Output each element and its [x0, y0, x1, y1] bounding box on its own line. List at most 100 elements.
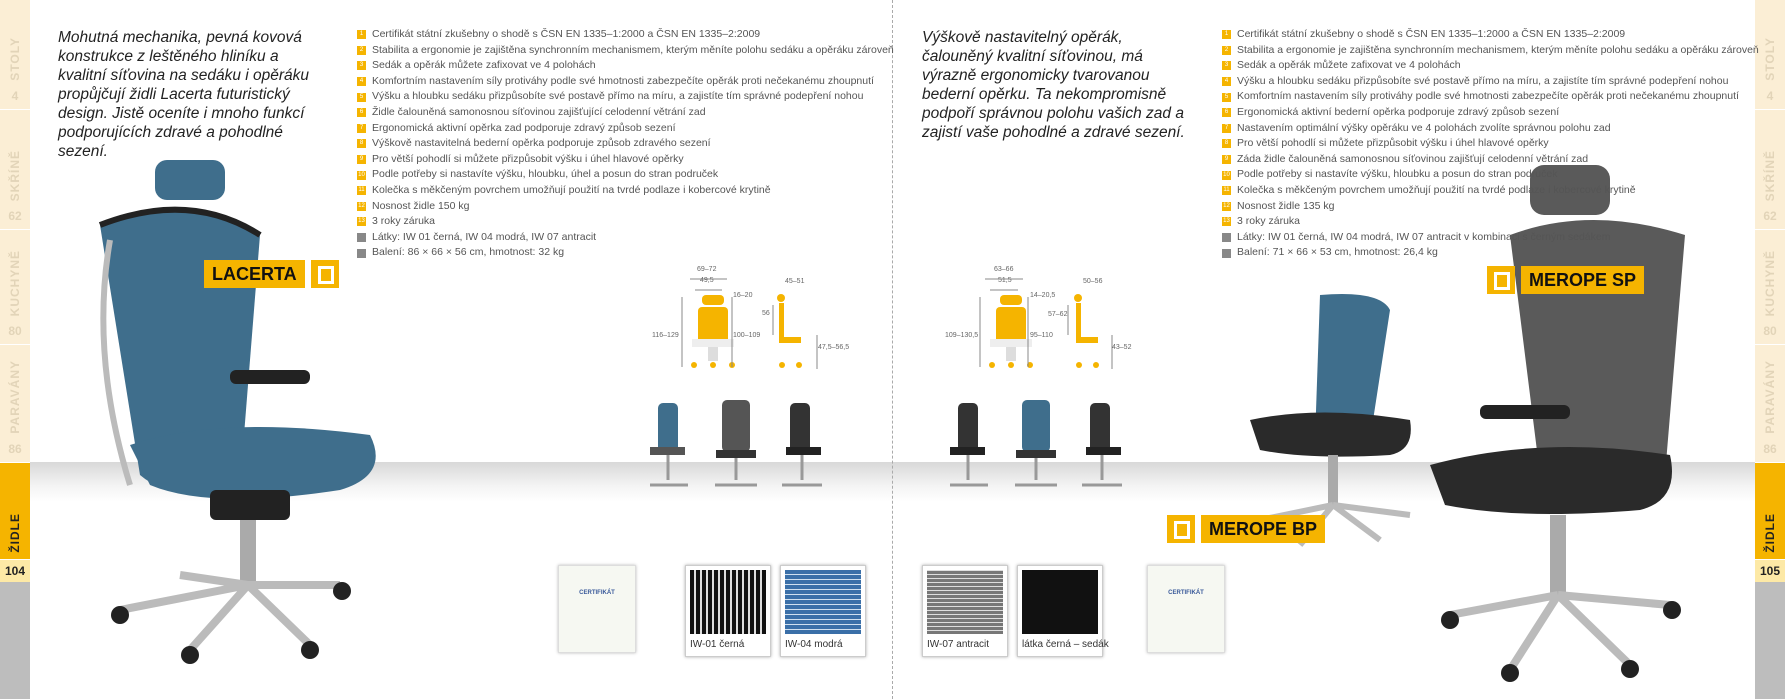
intro-text: Výškově nastavitelný opěrák, čalouněný k… [922, 29, 1185, 141]
number-bullet-icon: 8 [1222, 139, 1231, 149]
certificate-image: CERTIFIKÁT [558, 565, 636, 653]
dim-depth: 45–51 [785, 278, 805, 285]
sidebar-footer [0, 582, 30, 699]
feature-item: 7 Ergonomická aktivní opěrka zad podporuj… [357, 121, 894, 137]
dim-total-height: 116–129 [652, 332, 679, 339]
spec-item: Balení: 86 × 66 × 56 cm, hmotnost: 32 kg [357, 245, 894, 261]
feature-text: Nastavením optimální výšky opěráku ve 4 … [1237, 121, 1611, 134]
page-number: 104 [0, 560, 30, 582]
number-bullet-icon: 2 [1222, 45, 1231, 55]
number-bullet-icon: 10 [1222, 170, 1231, 180]
feature-list: 1 Certifikát státní zkušebny o shodě s ČS… [357, 27, 894, 261]
dim-width-outer: 63–66 [994, 266, 1014, 273]
feature-text: Ergonomická aktivní opěrka zad podporuje… [372, 121, 676, 134]
number-bullet-icon: 5 [357, 92, 366, 102]
page-number: 105 [1755, 560, 1785, 582]
spec-text: Látky: IW 01 černá, IW 04 modrá, IW 07 a… [1237, 230, 1611, 243]
sidebar-footer [1755, 582, 1785, 699]
feature-item: 2 Stabilita a ergonomie je zajištěna sync… [1222, 43, 1759, 59]
product-label-merope-bp: MEROPE BP [1167, 515, 1326, 543]
number-bullet-icon: 2 [357, 45, 366, 55]
number-bullet-icon: 11 [1222, 186, 1231, 196]
lacerta-dimension-diagram [681, 278, 818, 369]
feature-text: Certifikát státní zkušebny o shodě s ČSN… [372, 28, 761, 40]
feature-text: Nosnost židle 150 kg [372, 199, 470, 212]
feature-text: Komfortním nastavením síly protiváhy pod… [372, 74, 874, 87]
number-bullet-icon: 6 [357, 108, 366, 118]
feature-text: Židle čalouněná samonosnou síťovinou zaj… [372, 105, 706, 118]
merope-bp-chair-image [1250, 294, 1411, 547]
number-bullet-icon: 13 [1222, 217, 1231, 227]
feature-text: Kolečka s měkčeným povrchem umožňují pou… [372, 183, 771, 196]
feature-item: 1 Certifikát státní zkušebny o shodě s ČS… [357, 27, 894, 43]
dim-width-outer: 69–72 [697, 266, 717, 273]
dim-seat-height: 47,5–56,5 [818, 344, 850, 351]
number-bullet-icon: 1 [357, 30, 366, 40]
feature-text: 3 roky záruka [1237, 215, 1301, 228]
feature-text: Sedák a opěrák můžete zafixovat ve 4 pol… [1237, 59, 1461, 72]
sidebar-tab-zidle-active[interactable]: ŽIDLE [1755, 463, 1785, 560]
feature-text: Výšku a hloubku sedáku přizpůsobíte své … [372, 90, 864, 103]
spec-text: Balení: 71 × 66 × 53 cm, hmotnost: 26,4 … [1237, 246, 1438, 259]
feature-text: Pro větší pohodlí si můžete přizpůsobit … [372, 152, 684, 165]
number-bullet-icon: 6 [1222, 108, 1231, 118]
spec-item: Látky: IW 01 černá, IW 04 modrá, IW 07 a… [1222, 230, 1759, 246]
spec-item: Látky: IW 01 černá, IW 04 modrá, IW 07 a… [357, 230, 894, 246]
number-bullet-icon: 9 [357, 155, 366, 165]
merope-variants-image [950, 400, 1122, 487]
square-bullet-icon [357, 233, 366, 243]
square-bullet-icon [357, 248, 366, 258]
fabric-swatch-iw04: IW-04 modrá [780, 565, 866, 657]
dim-back-height: 100–109 [733, 332, 761, 339]
feature-text: Stabilita a ergonomie je zajištěna synch… [1237, 43, 1759, 56]
number-bullet-icon: 4 [357, 77, 366, 87]
swatch-pattern [1022, 570, 1098, 634]
feature-item: 3 Sedák a opěrák můžete zafixovat ve 4 po… [1222, 58, 1759, 74]
dim-width-inner: 51,5 [998, 277, 1012, 284]
feature-text: Stabilita a ergonomie je zajištěna synch… [372, 43, 894, 56]
sidebar-tab-zidle-active[interactable]: ŽIDLE [0, 463, 30, 560]
feature-text: Pro větší pohodlí si můžete přizpůsobit … [1237, 137, 1549, 150]
feature-item: 9 Pro větší pohodlí si můžete přizpůsobit… [357, 152, 894, 168]
number-bullet-icon: 7 [357, 123, 366, 133]
feature-text: Záda židle čalouněná samonosnou síťovino… [1237, 152, 1589, 165]
brand-logo-icon [1487, 266, 1515, 294]
square-bullet-icon [1222, 233, 1231, 243]
feature-item: 8 Pro větší pohodlí si můžete přizpůsobit… [1222, 136, 1759, 152]
swatch-pattern [785, 570, 861, 634]
dim-width-inner: 49,5 [700, 277, 714, 284]
swatch-pattern [690, 570, 766, 634]
brand-logo-icon [1167, 515, 1195, 543]
product-label-lacerta: LACERTA [204, 260, 339, 288]
dim-back: 57–62 [1048, 311, 1068, 318]
dim-total-height: 109–130,5 [945, 332, 979, 339]
feature-item: 6 Židle čalouněná samonosnou síťovinou za… [357, 105, 894, 121]
number-bullet-icon: 3 [357, 61, 366, 71]
brand-logo-icon [310, 260, 339, 288]
number-bullet-icon: 3 [1222, 61, 1231, 71]
number-bullet-icon: 4 [1222, 77, 1231, 87]
number-bullet-icon: 8 [357, 139, 366, 149]
number-bullet-icon: 9 [1222, 155, 1231, 165]
spec-text: Látky: IW 01 černá, IW 04 modrá, IW 07 a… [372, 230, 597, 243]
